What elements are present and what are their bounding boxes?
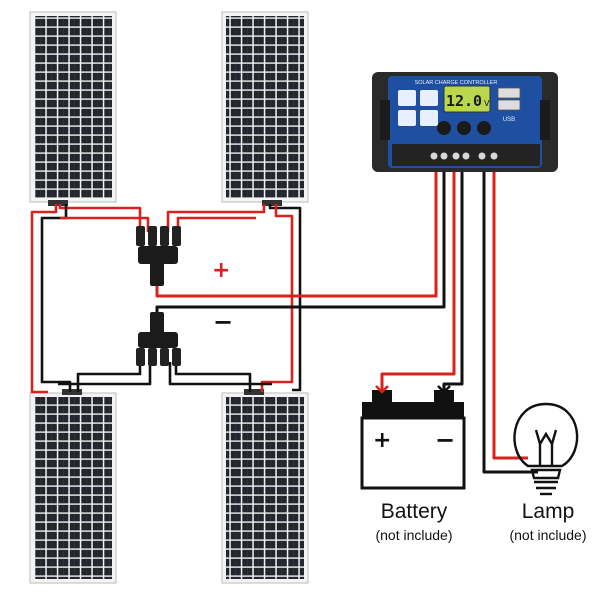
- battery-label: Battery: [380, 500, 448, 523]
- usb-port-2: [497, 99, 521, 111]
- main-wires: [155, 168, 538, 474]
- battery-negative-terminal: −: [435, 426, 456, 454]
- solar-panel-top-right: [221, 11, 309, 206]
- battery: [360, 385, 466, 490]
- solar-panel-bottom-left: [29, 389, 117, 584]
- solar-panel-icon: [398, 90, 416, 106]
- lamp-bulb-icon: [513, 402, 579, 496]
- lcd-screen: [443, 85, 491, 113]
- up-button: [457, 121, 471, 135]
- lcd-voltage: 12.0: [446, 92, 482, 110]
- branch-connector-positive: [136, 226, 181, 286]
- branch-connector-negative: [136, 312, 181, 366]
- solar-panel-top-left: [29, 11, 117, 206]
- battery-positive-terminal: +: [373, 428, 392, 453]
- solar-panel-bottom-right: [221, 389, 309, 584]
- lock-icon: [420, 110, 438, 126]
- lcd-unit: V: [484, 99, 490, 108]
- positive-wire-label: +: [212, 258, 231, 283]
- menu-button: [437, 121, 451, 135]
- timer-icon: [398, 110, 416, 126]
- controller-title: SOLAR CHARGE CONTROLLER: [415, 80, 498, 86]
- battery-note: (not include): [375, 527, 453, 543]
- panel-wires: [30, 204, 302, 394]
- down-button: [477, 121, 491, 135]
- lamp-note: (not include): [509, 527, 587, 543]
- charge-controller: SOLAR CHARGE CONTROLLER 12.0 V USB: [372, 72, 558, 172]
- usb-label: USB: [503, 117, 515, 123]
- negative-wire-label: −: [213, 308, 234, 336]
- settings-icon: [420, 90, 438, 106]
- usb-port-1: [497, 87, 521, 99]
- lamp-label: Lamp: [521, 500, 575, 523]
